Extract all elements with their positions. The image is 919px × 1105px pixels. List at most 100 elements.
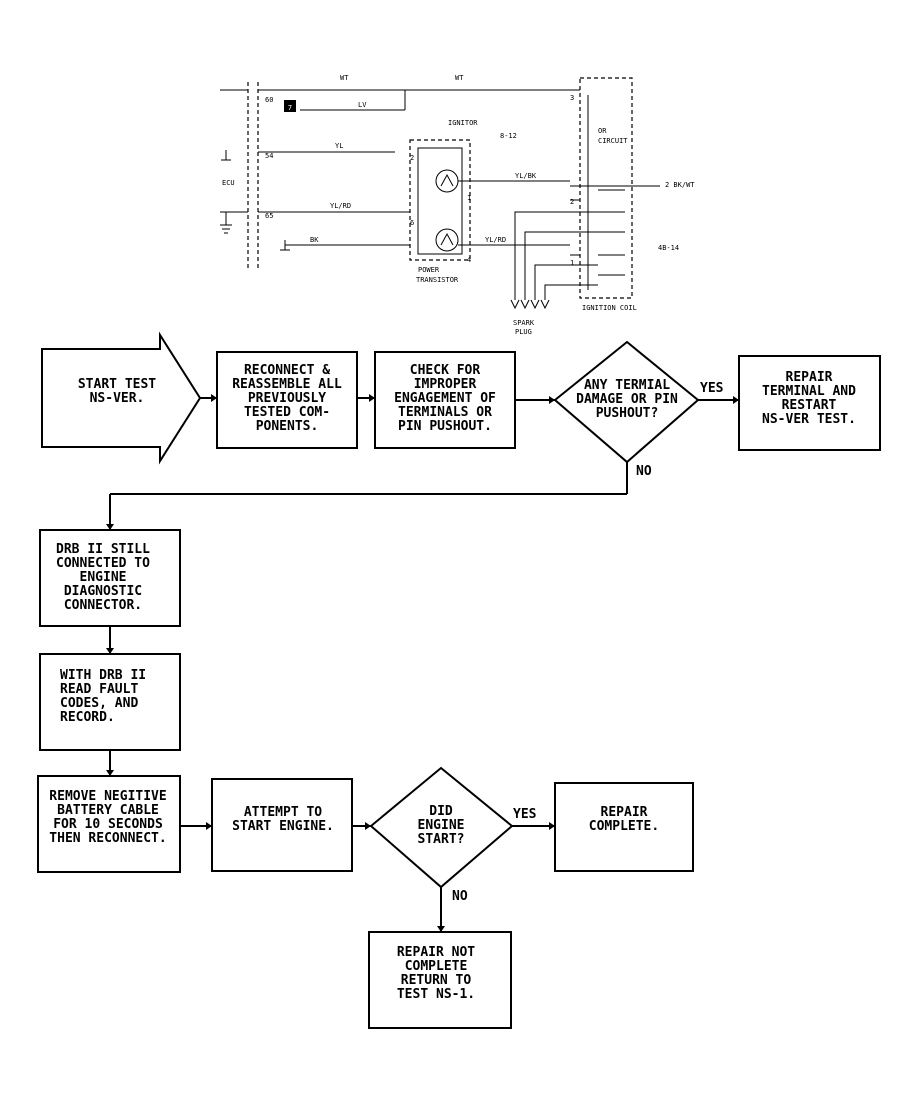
- svg-text:4B-14: 4B-14: [658, 244, 679, 252]
- svg-text:SPARK: SPARK: [513, 319, 535, 327]
- svg-text:YL: YL: [335, 142, 343, 150]
- svg-text:YL/RD: YL/RD: [330, 202, 351, 210]
- text-line: DID: [429, 804, 453, 819]
- svg-text:4: 4: [467, 256, 471, 264]
- svg-text:3: 3: [570, 94, 574, 102]
- yes-label-1: YES: [700, 381, 724, 396]
- svg-text:1: 1: [467, 194, 471, 202]
- step-remove-cable-box: [37, 775, 181, 873]
- text-line: IMPROPER: [414, 377, 477, 392]
- text-line: RETURN TO: [401, 973, 472, 988]
- text-line: RESTART: [782, 398, 837, 413]
- text-line: PONENTS.: [256, 419, 319, 434]
- svg-text:8-12: 8-12: [500, 132, 517, 140]
- svg-text:OR: OR: [598, 127, 607, 135]
- text-line: DRB II STILL: [56, 542, 150, 557]
- text-line: CODES, AND: [60, 696, 138, 711]
- step-read-codes-box: [39, 653, 181, 751]
- svg-text:WT: WT: [455, 74, 464, 82]
- text-line: ANY TERMIAL: [584, 378, 670, 393]
- no-label-1: NO: [636, 464, 652, 479]
- text-line: DAMAGE OR PIN: [576, 392, 678, 407]
- svg-text:ECU: ECU: [222, 179, 235, 187]
- svg-text:2: 2: [570, 198, 574, 206]
- text-line: PREVIOUSLY: [248, 391, 326, 406]
- svg-text:6: 6: [410, 219, 414, 227]
- text-line: PIN PUSHOUT.: [398, 419, 492, 434]
- text-line: ENGINE: [418, 818, 465, 833]
- svg-text:54: 54: [265, 152, 273, 160]
- text-line: TESTED COM-: [244, 405, 330, 420]
- step-check-box: [374, 351, 516, 449]
- step-drb-connected-box: [39, 529, 181, 627]
- svg-text:PLUG: PLUG: [515, 328, 532, 336]
- text-line: CONNECTOR.: [64, 598, 142, 613]
- text-line: READ FAULT: [60, 682, 138, 697]
- wiring-schematic: 7 60 54 65 ECU WT WT LV YL YL/BK YL/RD Y…: [220, 74, 695, 336]
- text-line: ATTEMPT TO: [244, 805, 322, 820]
- svg-text:IGNITOR: IGNITOR: [448, 119, 478, 127]
- text-line: TEST NS-1.: [397, 987, 475, 1002]
- svg-text:65: 65: [265, 212, 273, 220]
- svg-text:YL/RD: YL/RD: [485, 236, 506, 244]
- svg-text:LV: LV: [358, 101, 367, 109]
- no-label-2: NO: [452, 889, 468, 904]
- step-attempt-start-box: [211, 778, 353, 872]
- text-line: DIAGNOSTIC: [64, 584, 142, 599]
- svg-text:CIRCUIT: CIRCUIT: [598, 137, 628, 145]
- text-line: CONNECTED TO: [56, 556, 150, 571]
- text-line: COMPLETE.: [589, 819, 659, 834]
- svg-text:1: 1: [570, 259, 574, 267]
- text-line: START TEST: [78, 377, 156, 392]
- text-line: ENGINE: [80, 570, 127, 585]
- text-line: REPAIR: [786, 370, 833, 385]
- text-line: ENGAGEMENT OF: [394, 391, 496, 406]
- text-line: CHECK FOR: [410, 363, 481, 378]
- text-line: FOR 10 SECONDS: [53, 817, 163, 832]
- svg-text:YL/BK: YL/BK: [515, 172, 537, 180]
- svg-text:BK: BK: [310, 236, 319, 244]
- yes-label-2: YES: [513, 807, 537, 822]
- svg-text:TRANSISTOR: TRANSISTOR: [416, 276, 459, 284]
- step-reassemble-box: [216, 351, 358, 449]
- svg-text:POWER: POWER: [418, 266, 440, 274]
- svg-text:IGNITION COIL: IGNITION COIL: [582, 304, 637, 312]
- text-line: NS-VER TEST.: [762, 412, 856, 427]
- fig-number: 7: [288, 104, 292, 112]
- text-line: REPAIR NOT: [397, 945, 475, 960]
- text-line: COMPLETE: [405, 959, 468, 974]
- text-line: REASSEMBLE ALL: [232, 377, 342, 392]
- text-line: TERMINALS OR: [398, 405, 492, 420]
- start-arrow: [41, 331, 202, 465]
- text-line: REPAIR: [601, 805, 648, 820]
- text-line: RECONNECT &: [244, 363, 330, 378]
- repair-terminal-box: [738, 355, 881, 451]
- text-line: RECORD.: [60, 710, 115, 725]
- repair-not-complete-box: [368, 931, 512, 1029]
- text-line: REMOVE NEGITIVE: [49, 789, 166, 804]
- text-line: START?: [418, 832, 465, 847]
- repair-complete-box: [554, 782, 694, 872]
- text-line: START ENGINE.: [232, 819, 334, 834]
- text-line: TERMINAL AND: [762, 384, 856, 399]
- text-line: NS-VER.: [90, 391, 145, 406]
- text-line: WITH DRB II: [60, 668, 146, 683]
- svg-text:2 BK/WT: 2 BK/WT: [665, 181, 695, 189]
- text-line: THEN RECONNECT.: [49, 831, 166, 846]
- svg-text:60: 60: [265, 96, 273, 104]
- text-line: BATTERY CABLE: [57, 803, 159, 818]
- svg-text:2: 2: [410, 154, 414, 162]
